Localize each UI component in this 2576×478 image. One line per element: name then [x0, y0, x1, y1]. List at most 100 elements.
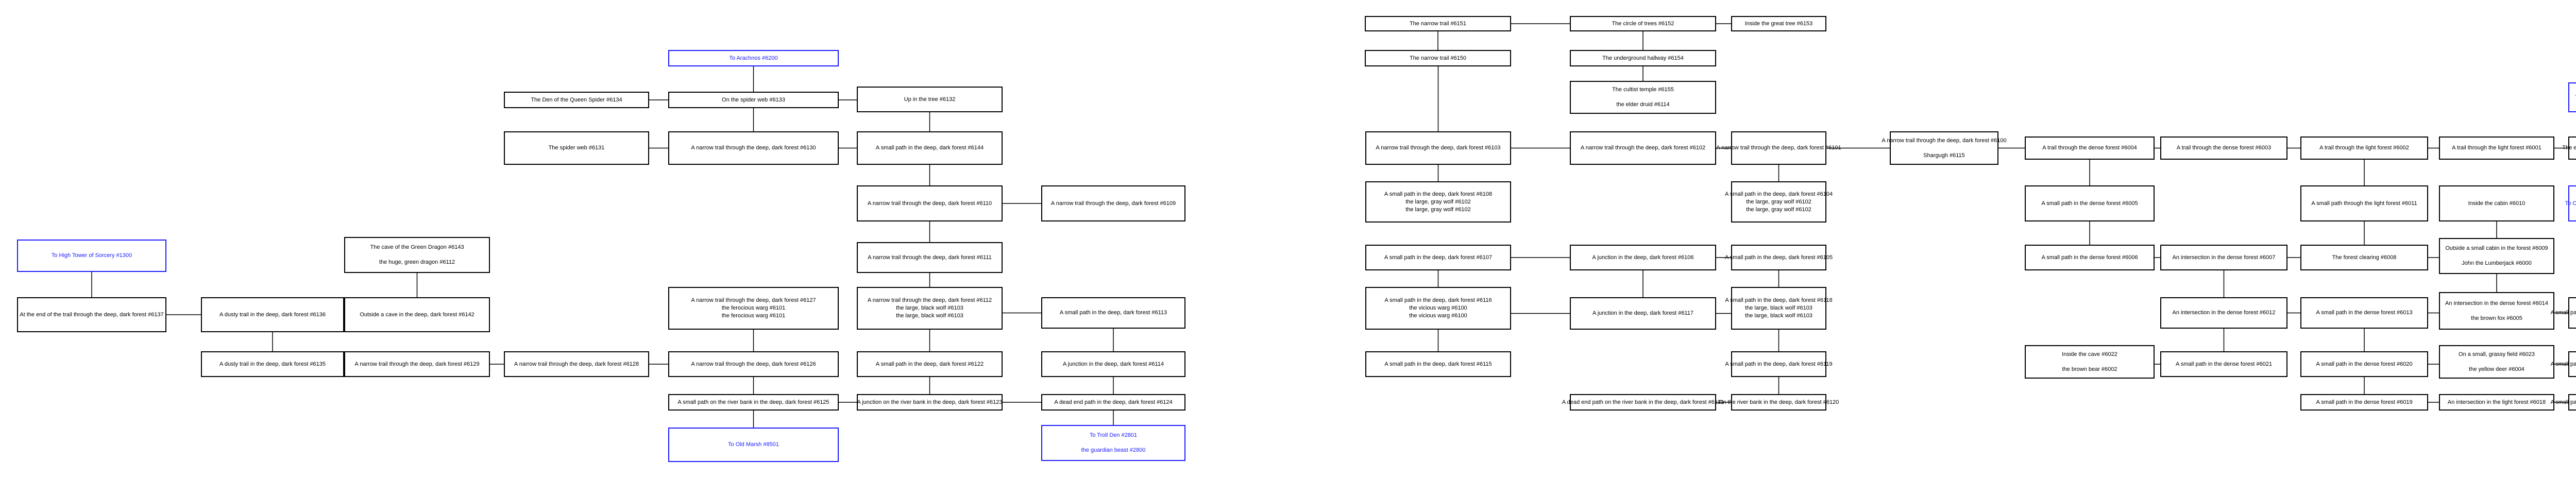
mob-label: the large, black wolf #6103: [896, 305, 963, 311]
room-title: A narrow trail through the deep, dark fo…: [691, 145, 816, 151]
room-title: A small path in the deep, dark forest #6…: [1725, 297, 1833, 303]
room-title: At the end of the trail through the deep…: [20, 311, 164, 318]
mob-label: the large, black wolf #6103: [1745, 313, 1812, 319]
room-a-small-path-in-the-dense-forest: A small path in the dense forest #6015: [2550, 297, 2576, 329]
room-title: A junction in the deep, dark forest #610…: [1592, 254, 1694, 261]
room-title: A narrow trail through the deep, dark fo…: [1050, 200, 1176, 207]
room-title: The spider web #6131: [548, 145, 605, 151]
room-a-narrow-trail-through-the-deep-dark-forest: A narrow trail through the deep, dark fo…: [1570, 131, 1716, 165]
room-title: A narrow trail through the deep, dark fo…: [1376, 145, 1501, 151]
room-title: An intersection in the dense forest #601…: [2445, 300, 2548, 306]
room-a-small-path-through-the-light-forest: A small path through the light forest #6…: [2300, 185, 2428, 221]
room-a-dusty-trail-in-the-deep-dark-forest: A dusty trail in the deep, dark forest #…: [201, 297, 344, 332]
exit-link-to-crystalmir-lake[interactable]: To Crystalmir Lake #10001: [2565, 185, 2576, 221]
room-on-the-spider-web: On the spider web #6133: [668, 92, 839, 108]
exit-link-to-high-tower-of-sorcery[interactable]: To High Tower of Sorcery #1300: [17, 240, 166, 272]
room-the-den-of-the-queen-spider: The Den of the Queen Spider #6134: [504, 92, 649, 108]
room-title: The Den of the Queen Spider #6134: [531, 96, 622, 103]
exit-link-to-the-dale[interactable]: To The Dale #1100: [2568, 82, 2576, 112]
room-title: A small path in the deep, dark forest #6…: [1725, 361, 1833, 367]
room-title: A dead end path in the deep, dark forest…: [1054, 399, 1173, 405]
room-title: A small path in the deep, dark forest #6…: [1384, 254, 1493, 261]
room-a-small-path-in-the-dense-forest: A small path in the dense forest #6021: [2160, 351, 2287, 377]
room-a-dead-end-path-on-the-river-bank-in-the-deep-dark-forest: A dead end path on the river bank in the…: [1562, 394, 1724, 411]
room-an-intersection-in-the-dense-forest: An intersection in the dense forest #601…: [2160, 297, 2287, 329]
exit-link-to-arachnos[interactable]: To Arachnos #6200: [668, 50, 839, 66]
mob-label: the large, black wolf #6103: [896, 313, 963, 319]
room-title: The narrow trail #6151: [1409, 20, 1467, 27]
room-inside-the-great-tree: Inside the great tree #6153: [1731, 16, 1826, 31]
room-title: A small path on the river bank in the de…: [677, 399, 829, 405]
room-inside-the-cave: Inside the cave #6022 the brown bear #600…: [2025, 345, 2155, 379]
mob-label: the brown fox #6005: [2471, 315, 2522, 321]
room-title: Inside the cave #6022: [2062, 351, 2117, 357]
room-title: A small path in the dense forest #6013: [2316, 310, 2413, 316]
room-title: A trail through the dense forest #6004: [2042, 145, 2137, 151]
room-up-in-the-tree: Up in the tree #6132: [857, 87, 1003, 112]
room-title: An intersection in the dense forest #601…: [2172, 310, 2276, 316]
room-a-small-path-on-the-river-bank-in-the-deep-dark-forest: A small path on the river bank in the de…: [668, 394, 839, 411]
room-on-the-river-bank-in-the-deep-dark-forest: On the river bank in the deep, dark fore…: [1719, 394, 1839, 411]
room-title: A narrow trail through the deep, dark fo…: [868, 254, 992, 261]
mob-label: the large, black wolf #6103: [1745, 305, 1812, 311]
room-a-small-path-in-the-dense-forest: A small path in the dense forest #6006: [2025, 245, 2155, 270]
room-a-narrow-trail-through-the-deep-dark-forest: A narrow trail through the deep, dark fo…: [668, 287, 839, 330]
room-title: A small path in the deep, dark forest #6…: [875, 145, 984, 151]
room-a-small-path-in-the-deep-dark-forest: A small path in the deep, dark forest #6…: [1365, 245, 1511, 270]
room-title: On a small, grassy field #6023: [2459, 351, 2535, 357]
room-the-forest-clearing: The forest clearing #6008: [2300, 245, 2428, 270]
room-a-small-path-in-the-deep-dark-forest: A small path in the deep, dark forest #6…: [1365, 181, 1511, 223]
room-title: A small path in the dense forest #6019: [2316, 399, 2413, 405]
room-title: A small path in the deep, dark forest #6…: [1059, 310, 1167, 316]
room-title: A dusty trail in the deep, dark forest #…: [219, 361, 326, 367]
room-a-narrow-trail-through-the-deep-dark-forest: A narrow trail through the deep, dark fo…: [668, 131, 839, 165]
room-the-spider-web: The spider web #6131: [504, 131, 649, 165]
room-a-narrow-trail-through-the-deep-dark-forest: A narrow trail through the deep, dark fo…: [857, 287, 1003, 330]
room-title: The edge of the forest #6000: [2562, 145, 2576, 151]
exit-link-to-troll-den[interactable]: To Troll Den #2801 the guardian beast #28…: [1041, 425, 1185, 461]
room-a-small-path-in-the-deep-dark-forest: A small path in the deep, dark forest #6…: [857, 351, 1003, 377]
mob-label: the huge, green dragon #6112: [379, 259, 455, 265]
room-title: Outside a cave in the deep, dark forest …: [360, 311, 474, 318]
room-title: A small path in the deep, dark forest #6…: [1724, 254, 1833, 261]
room-a-narrow-trail-through-the-deep-dark-forest: A narrow trail through the deep, dark fo…: [857, 242, 1003, 273]
room-title: A small path in the deep, dark forest #6…: [875, 361, 984, 367]
room-a-small-path-in-the-dense-forest: A small path in the dense forest #6005: [2025, 185, 2155, 221]
room-a-trail-through-the-light-forest: A trail through the light forest #6002: [2300, 136, 2428, 160]
room-a-small-path-in-the-deep-dark-forest: A small path in the deep, dark forest #6…: [1041, 297, 1185, 329]
room-a-small-path-in-the-dense-forest: A small path in the dense forest #6020: [2300, 351, 2428, 377]
room-title: To The Dale #1100: [2575, 94, 2576, 101]
mob-label: the guardian beast #2800: [1081, 447, 1146, 453]
room-title: To Troll Den #2801: [1089, 432, 1138, 438]
room-title: The narrow trail #6150: [1409, 55, 1467, 61]
mob-label: the large, gray wolf #6102: [1746, 198, 1811, 205]
room-title: A trail through the dense forest #6003: [2176, 145, 2272, 151]
room-title: A small path in the deep, dark forest #6…: [1384, 191, 1493, 197]
room-title: A small path in the dense forest #6015: [2550, 310, 2576, 316]
room-title: The underground hallway #6154: [1602, 55, 1684, 61]
room-title: A narrow trail through the deep, dark fo…: [1716, 145, 1841, 151]
room-title: To Arachnos #6200: [729, 55, 778, 61]
room-a-trail-through-the-dense-forest: A trail through the dense forest #6004: [2025, 136, 2155, 160]
room-a-small-path-in-the-deep-dark-forest: A small path in the deep, dark forest #6…: [1725, 287, 1833, 330]
room-title: A small path in the dense forest #6021: [2175, 361, 2273, 367]
room-outside-a-small-cabin-in-the-forest: Outside a small cabin in the forest #600…: [2439, 238, 2554, 274]
mob-label: the brown bear #6002: [2062, 366, 2117, 372]
room-title: A narrow trail through the deep, dark fo…: [1580, 145, 1706, 151]
room-title: A small path in the dense forest #6006: [2041, 254, 2138, 261]
room-title: A small path in the deep, dark forest #6…: [1384, 361, 1492, 367]
exit-link-to-old-marsh[interactable]: To Old Marsh #8501: [668, 428, 839, 462]
room-a-narrow-trail-through-the-deep-dark-forest: A narrow trail through the deep, dark fo…: [1716, 131, 1841, 165]
room-title: An intersection in the dense forest #600…: [2172, 254, 2276, 261]
room-title: A dusty trail in the deep, dark forest #…: [219, 311, 326, 318]
room-a-narrow-trail-through-the-deep-dark-forest: A narrow trail through the deep, dark fo…: [1365, 131, 1511, 165]
room-inside-the-cabin: Inside the cabin #6010: [2439, 185, 2554, 221]
room-title: A narrow trail through the deep, dark fo…: [354, 361, 480, 367]
room-a-trail-through-the-light-forest: A trail through the light forest #6001: [2439, 136, 2554, 160]
room-a-small-path-in-the-dense-forest: A small path in the dense forest #6016: [2550, 351, 2576, 377]
room-a-narrow-trail-through-the-deep-dark-forest: A narrow trail through the deep, dark fo…: [504, 351, 649, 377]
room-title: Up in the tree #6132: [904, 96, 956, 103]
